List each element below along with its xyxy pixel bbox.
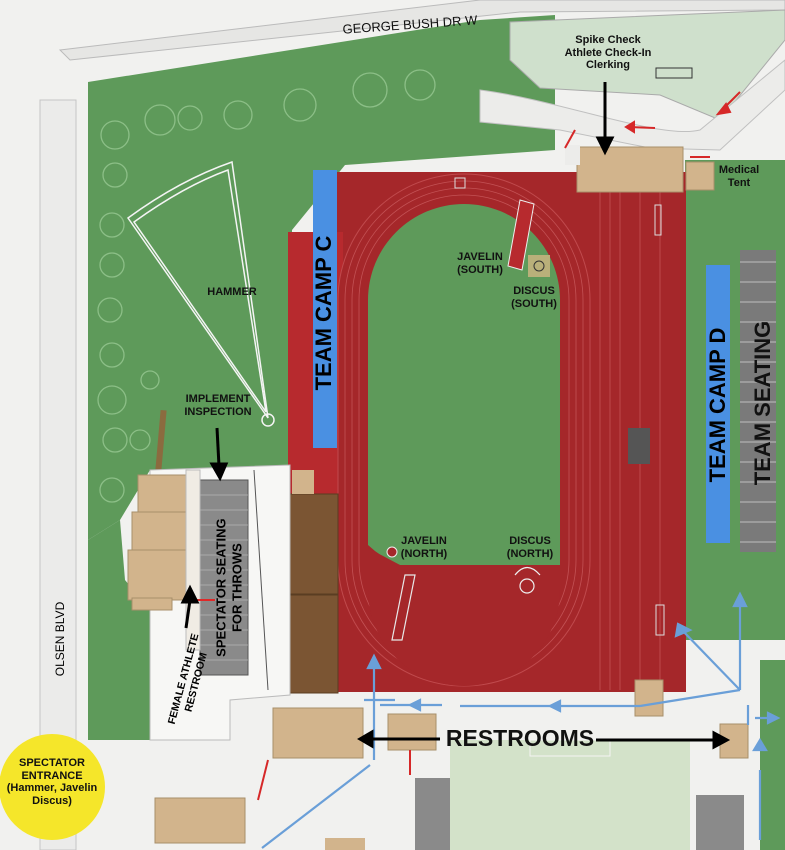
team-seating-label: TEAM SEATING [750,320,775,486]
entrance-building [154,797,246,844]
spectator-seating-stand [199,479,249,676]
net-pole [155,409,167,471]
javelin-north-text: JAVELIN [401,535,447,547]
grass-west [88,15,555,540]
javelin-north-runway [391,574,416,641]
spectator-seating-text: SPECTATOR SEATING [213,518,229,657]
walking-paths [261,591,781,849]
hurdle-mark [655,604,665,636]
restrooms-label: RESTROOMS [445,725,595,751]
team-camp-c-area [313,170,337,448]
javelin-south-runway [507,199,535,271]
pit-box [628,428,650,464]
tent-text: Tent [727,176,751,189]
hammer-label: HAMMER [207,286,257,298]
discus-north-text: DISCUS [509,535,551,547]
discus-south-cage [528,255,550,277]
javelin-north-label: JAVELIN (NORTH) [392,535,456,560]
soccer-field [450,740,690,850]
medical-text: Medical [718,164,760,176]
red-path-lines [257,129,576,801]
spectator-entrance-label: SPECTATOR ENTRANCE (Hammer, Javelin Disc… [0,757,104,808]
spectator-text: SPECTATOR [18,757,85,769]
discus-south-circle [533,260,545,272]
javelin-south-text: JAVELIN [457,251,503,263]
small-building [292,470,314,494]
george-bush-road [58,0,785,61]
team-camp-d-area [706,265,730,543]
trees [97,69,436,503]
team-camp-d-label: TEAM CAMP D [705,327,730,483]
team-camp-c-label: TEAM CAMP C [311,235,336,391]
javelin-south-sub: (SOUTH) [457,263,503,276]
discus-north-circle [514,566,541,594]
stands-block-2 [289,594,339,694]
spike-check-label: Spike Check Athlete Check-In Clerking [548,34,668,72]
parking-lot [509,9,785,121]
for-throws-text: FOR THROWS [229,543,244,633]
spike-check-text: Spike Check [575,34,641,46]
grass-southwest [88,520,150,740]
penalty-box [529,739,611,757]
entrance-discus-text: Discus) [32,794,72,807]
implement-text: IMPLEMENT [185,393,251,405]
gate [565,145,580,165]
medical-tent [685,161,715,191]
south-bleachers-east [696,795,744,850]
medical-tent-label: Medical Tent [712,164,766,189]
infield [368,204,560,565]
athlete-check-in-text: Athlete Check-In [564,46,652,59]
entrance-text: ENTRANCE [21,769,83,782]
discus-north-sub: (NORTH) [506,547,554,560]
javelin-north-sub: (NORTH) [400,547,448,560]
spectator-seating-rows [200,494,248,661]
bench-icon [655,67,693,79]
infield-south-apron [368,548,560,686]
spectator-seating-label: SPECTATOR SEATING FOR THROWS [213,493,244,683]
javelin-north-marker [386,546,398,558]
entrance-events-text: (Hammer, Javelin [6,782,98,795]
hammer-sector [126,160,275,427]
discus-south-text: DISCUS [513,285,555,297]
track-mark [454,177,466,189]
south-bleachers-west [415,778,450,850]
small-building-south [634,679,664,717]
olsen-road [39,99,77,850]
implement-inspection-label: IMPLEMENT INSPECTION [170,393,266,418]
spectator-entrance-marker [0,734,105,840]
clerking-text: Clerking [585,59,630,72]
grass-southeast [760,660,785,850]
stand-edge [253,469,269,691]
vehicle-arrows [624,91,741,158]
hurdle-mark [654,204,662,236]
discus-south-sub: (SOUTH) [511,297,557,310]
street-olsen: OLSEN BLVD [53,601,68,677]
restroom-building-center [387,713,437,751]
inspection-text: INSPECTION [184,405,252,418]
stands-block-1 [289,493,339,595]
javelin-south-label: JAVELIN (SOUTH) [448,251,512,276]
building-sliver [325,838,365,850]
label-arrows [180,82,731,750]
discus-south-label: DISCUS (SOUTH) [502,285,566,310]
discus-north-label: DISCUS (NORTH) [498,535,562,560]
check-in-building [576,146,684,193]
restroom-building-west [272,707,364,759]
team-seating-bleachers [740,250,776,552]
